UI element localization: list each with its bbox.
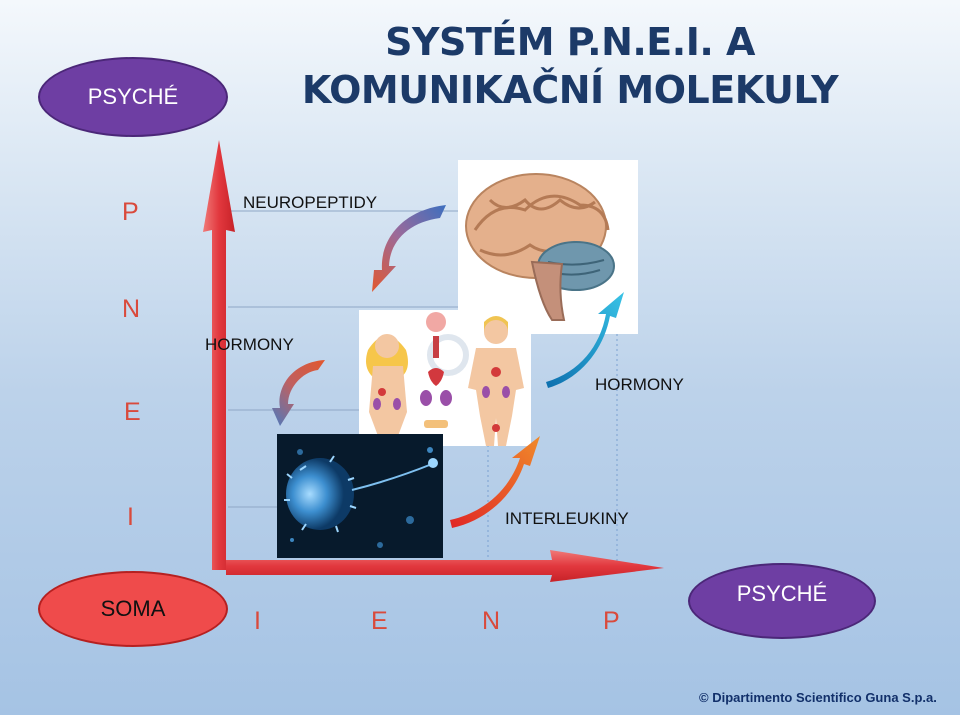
x-axis-letter-e: E bbox=[371, 607, 388, 635]
curved-arrow-icon-hormony-right bbox=[546, 292, 624, 388]
y-axis-letter-n: N bbox=[122, 295, 141, 323]
label-interleukiny: INTERLEUKINY bbox=[505, 509, 629, 528]
y-axis-letter-i: I bbox=[127, 503, 134, 531]
psyche-bottom-label: PSYCHÉ bbox=[736, 581, 828, 606]
y-axis-letter-p: P bbox=[122, 198, 139, 226]
y-axis-arrow bbox=[203, 140, 235, 570]
title-line-2: KOMUNIKAČNÍ MOLEKULY bbox=[301, 68, 839, 112]
label-neuropeptidy: NEUROPEPTIDY bbox=[243, 193, 378, 212]
immune-cell-image bbox=[277, 434, 443, 558]
label-hormony-right: HORMONY bbox=[595, 375, 684, 394]
psyche-ellipse-top: PSYCHÉ bbox=[38, 57, 228, 137]
brain-image bbox=[458, 160, 638, 334]
x-axis-letter-p: P bbox=[603, 607, 620, 635]
x-axis-letter-i: I bbox=[254, 607, 261, 635]
psyche-ellipse-bottom: PSYCHÉ bbox=[688, 563, 876, 639]
page-title: SYSTÉM P.N.E.I. A KOMUNIKAČNÍ MOLEKULY bbox=[250, 18, 890, 114]
endocrine-body-image bbox=[359, 310, 531, 446]
soma-label: SOMA bbox=[100, 596, 166, 621]
y-axis-letter-e: E bbox=[124, 398, 141, 426]
x-axis-arrow bbox=[226, 550, 664, 582]
soma-ellipse: SOMA bbox=[38, 571, 228, 647]
copyright-notice: © Dipartimento Scientifico Guna S.p.a. bbox=[699, 690, 937, 705]
label-hormony-left: HORMONY bbox=[205, 335, 294, 354]
curved-arrow-icon-interleukiny bbox=[450, 436, 540, 528]
curved-arrow-icon-neuropeptidy bbox=[372, 205, 446, 292]
x-axis-letter-n: N bbox=[482, 607, 501, 635]
psyche-top-label: PSYCHÉ bbox=[87, 84, 179, 109]
curved-arrow-icon-hormony-left bbox=[272, 360, 325, 426]
title-line-1: SYSTÉM P.N.E.I. A bbox=[385, 20, 755, 64]
